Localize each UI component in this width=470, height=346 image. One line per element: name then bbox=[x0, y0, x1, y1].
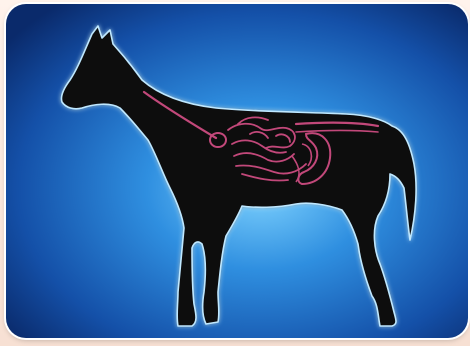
horse-digestive-illustration bbox=[6, 4, 468, 338]
illustration-canvas bbox=[6, 4, 468, 338]
